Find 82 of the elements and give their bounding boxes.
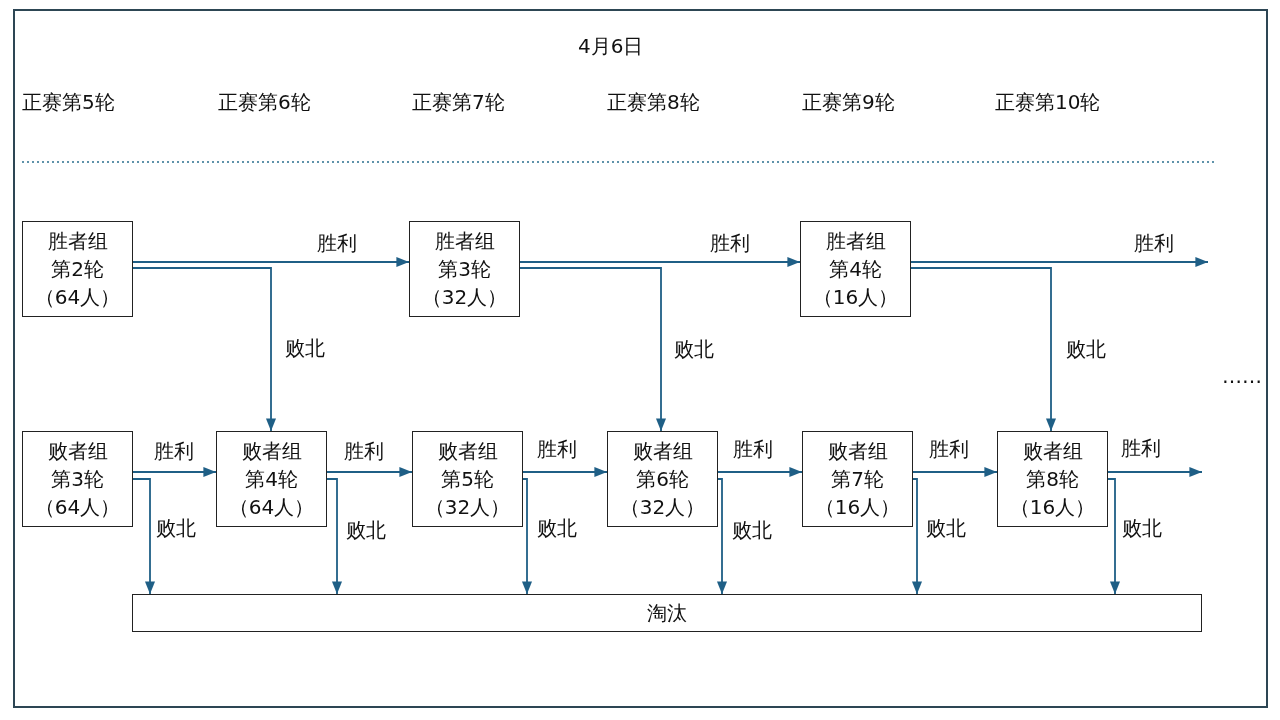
stage-label: 胜者组 <box>47 228 108 255</box>
edge-label: 胜利 <box>1133 231 1175 255</box>
edge-label: 败北 <box>673 337 715 361</box>
edge-label: 败北 <box>925 516 967 540</box>
edge-label: 败北 <box>345 518 387 542</box>
stage-label: （16人） <box>812 284 899 311</box>
arrow <box>132 466 217 478</box>
round-label: 正赛第9轮 <box>802 90 895 114</box>
stage-box <box>22 221 133 317</box>
stage-label: 败者组 <box>47 438 108 465</box>
arrow <box>716 478 728 595</box>
arrow <box>519 256 801 268</box>
arrow <box>132 478 156 595</box>
edge-label: 胜利 <box>928 437 970 461</box>
stage-label: 败者组 <box>241 438 302 465</box>
arrow <box>911 478 923 595</box>
stage-label: 败者组 <box>1022 438 1083 465</box>
stage-label: 第4轮 <box>245 466 298 493</box>
arrow <box>521 478 533 595</box>
stage-label: 第2轮 <box>51 256 104 283</box>
stage-label: 败者组 <box>632 438 693 465</box>
stage-label: 胜者组 <box>825 228 886 255</box>
stage-label: 淘汰 <box>647 600 687 627</box>
edge-label: 败北 <box>536 516 578 540</box>
stage-label: 第3轮 <box>51 466 104 493</box>
round-label: 正赛第8轮 <box>607 90 700 114</box>
arrow <box>1107 478 1121 595</box>
stage-label: （32人） <box>424 494 511 521</box>
stage-label: 第7轮 <box>831 466 884 493</box>
edge-label: 胜利 <box>343 439 385 463</box>
arrow <box>326 478 343 595</box>
edge-label: 败北 <box>1065 337 1107 361</box>
edge-label: 胜利 <box>709 231 751 255</box>
stage-box <box>216 431 327 527</box>
date-heading: 4月6日 <box>578 34 644 58</box>
arrow <box>132 267 277 432</box>
stage-box <box>997 431 1108 527</box>
arrow <box>522 466 608 478</box>
ellipsis-text: …… <box>1222 364 1262 388</box>
stage-box <box>412 431 523 527</box>
stage-box <box>22 431 133 527</box>
stage-label: 败者组 <box>827 438 888 465</box>
arrow <box>717 466 803 478</box>
stage-label: 第4轮 <box>829 256 882 283</box>
edge-label: 胜利 <box>1120 436 1162 460</box>
edge-label: 败北 <box>284 336 326 360</box>
arrow <box>1107 466 1203 478</box>
stage-label: （64人） <box>34 494 121 521</box>
round-label: 正赛第10轮 <box>995 90 1101 114</box>
edge-label: 败北 <box>155 516 197 540</box>
stage-box <box>409 221 520 317</box>
edge-label: 胜利 <box>153 439 195 463</box>
round-label: 正赛第7轮 <box>412 90 505 114</box>
stage-label: （64人） <box>228 494 315 521</box>
stage-box <box>802 431 913 527</box>
arrow <box>132 256 410 268</box>
stage-box <box>800 221 911 317</box>
edge-label: 胜利 <box>732 437 774 461</box>
stage-label: 胜者组 <box>434 228 495 255</box>
arrow <box>326 466 413 478</box>
stage-label: 第8轮 <box>1026 466 1079 493</box>
stage-label: （16人） <box>1009 494 1096 521</box>
stage-box <box>607 431 718 527</box>
arrow <box>519 267 667 432</box>
stage-label: （64人） <box>34 284 121 311</box>
stage-label: （32人） <box>619 494 706 521</box>
arrow <box>910 256 1209 268</box>
round-label: 正赛第6轮 <box>218 90 311 114</box>
stage-label: 第6轮 <box>636 466 689 493</box>
edge-label: 败北 <box>1121 516 1163 540</box>
stage-label: 第5轮 <box>441 466 494 493</box>
arrow <box>910 267 1057 432</box>
round-label: 正赛第5轮 <box>22 90 115 114</box>
stage-label: 败者组 <box>437 438 498 465</box>
edge-label: 败北 <box>731 518 773 542</box>
stage-label: 第3轮 <box>438 256 491 283</box>
stage-box <box>132 594 1202 632</box>
stage-label: （32人） <box>421 284 508 311</box>
edge-label: 胜利 <box>536 437 578 461</box>
stage-label: （16人） <box>814 494 901 521</box>
edge-label: 胜利 <box>316 231 358 255</box>
arrow <box>912 466 998 478</box>
